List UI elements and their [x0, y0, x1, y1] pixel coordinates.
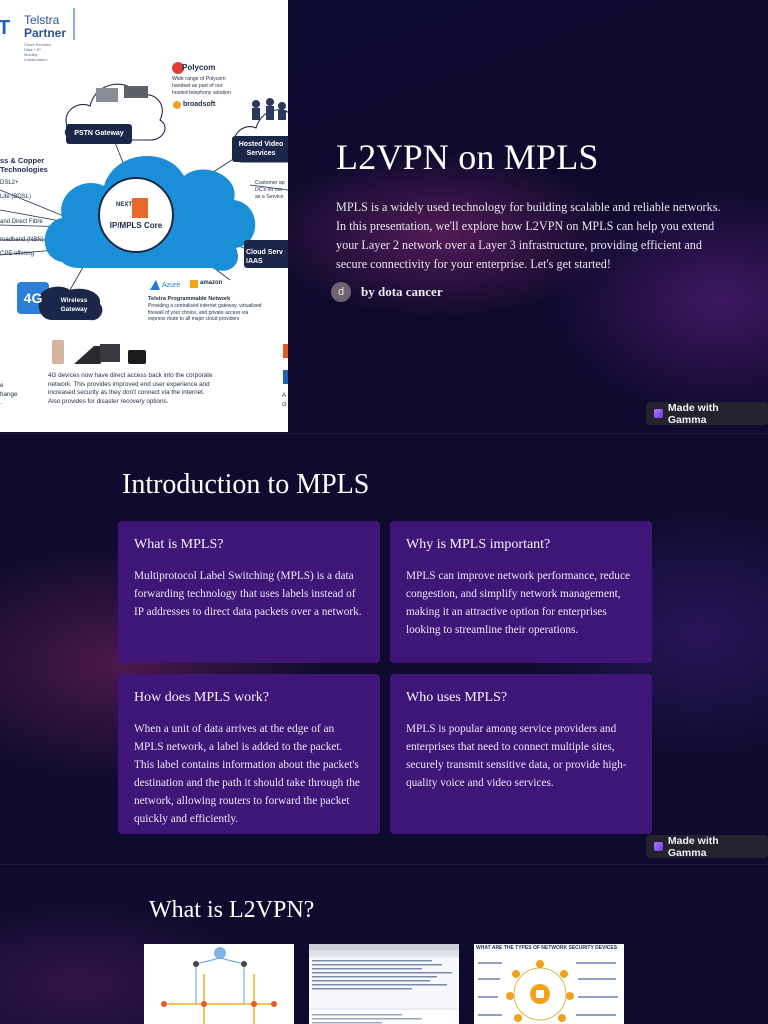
- broadsoft-label: broadsoft: [183, 101, 216, 108]
- slide-title: Introduction to MPLS: [122, 469, 370, 500]
- made-with-gamma-badge[interactable]: Made with Gamma: [646, 834, 768, 859]
- author-byline[interactable]: d by dota cancer: [331, 282, 443, 302]
- ip-mpls-core-label: IP/MPLS Core: [109, 221, 163, 230]
- slide-title: T: [0, 0, 768, 432]
- topology-thumbnail: [144, 944, 294, 1024]
- diagram-brand-tag: Cloud Services Data + IP Mobility Collab…: [24, 42, 51, 62]
- badge-label: Made with Gamma: [667, 834, 719, 859]
- card-how-mpls-works: How does MPLS work? When a unit of data …: [118, 674, 380, 834]
- packet-capture-graphic: [309, 944, 459, 1024]
- access-item: CPE offering: [0, 251, 34, 257]
- author-name: by dota cancer: [361, 284, 443, 299]
- hosted-video-label: Hosted Video Services: [238, 141, 284, 157]
- customer-desc: Customer ap DC's on our as a Service: [255, 180, 285, 200]
- made-with-gamma-badge[interactable]: Made with Gamma: [646, 401, 768, 426]
- programmable-network-title: Telstra Programmable Network: [148, 296, 231, 302]
- amazon-label: amazon: [200, 280, 223, 286]
- devices-desc: 4G devices now have direct access back i…: [48, 372, 213, 405]
- programmable-network-desc: Providing a centralised internet gateway…: [148, 303, 262, 322]
- card-title: How does MPLS work?: [134, 690, 269, 705]
- card-body: MPLS is popular among service providers …: [406, 723, 627, 789]
- card-title: What is MPLS?: [134, 537, 224, 552]
- card-body: Multiprotocol Label Switching (MPLS) is …: [134, 570, 362, 618]
- card-body: MPLS can improve network performance, re…: [406, 570, 630, 636]
- topology-graphic: [161, 947, 277, 1024]
- gamma-icon: [654, 842, 663, 851]
- presentation-title: L2VPN on MPLS: [336, 137, 599, 177]
- avatar[interactable]: d: [331, 282, 351, 302]
- packet-capture-thumbnail: [309, 944, 459, 1024]
- wireless-gateway-label: Wireless Gateway: [60, 297, 88, 313]
- card-title: Who uses MPLS?: [406, 690, 508, 705]
- thumbnail-title: WHAT ARE THE TYPES OF NETWORK SECURITY D…: [476, 945, 618, 951]
- copper-tech-label: ss & Copper Technologies: [0, 156, 48, 174]
- card-title: Why is MPLS important?: [406, 537, 551, 552]
- access-item: Lite (BDSL): [0, 194, 32, 200]
- svg-text:T: T: [0, 17, 10, 39]
- access-item: roadband (NBN): [0, 237, 44, 243]
- cloud-services-label: Cloud Serv IAAS: [246, 249, 283, 265]
- access-item: DSL2+: [0, 180, 19, 186]
- slide-title: What is L2VPN?: [149, 897, 315, 923]
- polycom-label: Polycom: [182, 63, 216, 72]
- pstn-gateway-label: PSTN Gateway: [74, 130, 124, 137]
- gamma-icon: [654, 409, 663, 418]
- polycom-desc: Wide range of Polycom handset as part of…: [172, 76, 231, 96]
- diagram-brand-sub: Partner: [24, 26, 67, 40]
- card-why-mpls-important: Why is MPLS important? MPLS can improve …: [390, 521, 652, 663]
- 4g-badge: 4G: [23, 290, 43, 306]
- left-cut-text: e hange .: [0, 382, 18, 406]
- right-cut-text: A cl: [282, 392, 287, 408]
- card-body: When a unit of data arrives at the edge …: [134, 723, 360, 825]
- azure-label: Azure: [162, 282, 181, 289]
- card-who-uses-mpls: Who uses MPLS? MPLS is popular among ser…: [390, 674, 652, 834]
- access-item: and Direct Fibre: [0, 219, 43, 225]
- network-diagram-image: T: [0, 0, 288, 432]
- card-what-is-mpls: What is MPLS? Multiprotocol Label Switch…: [118, 521, 380, 663]
- network-diagram-graphics: T: [0, 8, 288, 384]
- slide-introduction: Introduction to MPLS What is MPLS? Multi…: [0, 433, 768, 864]
- network-security-thumbnail: WHAT ARE THE TYPES OF NETWORK SECURITY D…: [474, 944, 624, 1024]
- badge-label: Made with Gamma: [667, 401, 719, 426]
- presentation-description: MPLS is a widely used technology for bui…: [336, 200, 721, 271]
- diagram-brand: Telstra: [24, 13, 60, 27]
- security-graphic: [478, 960, 618, 1022]
- next-logo: NEXT: [116, 202, 133, 208]
- slide-l2vpn: What is L2VPN?: [0, 864, 768, 1024]
